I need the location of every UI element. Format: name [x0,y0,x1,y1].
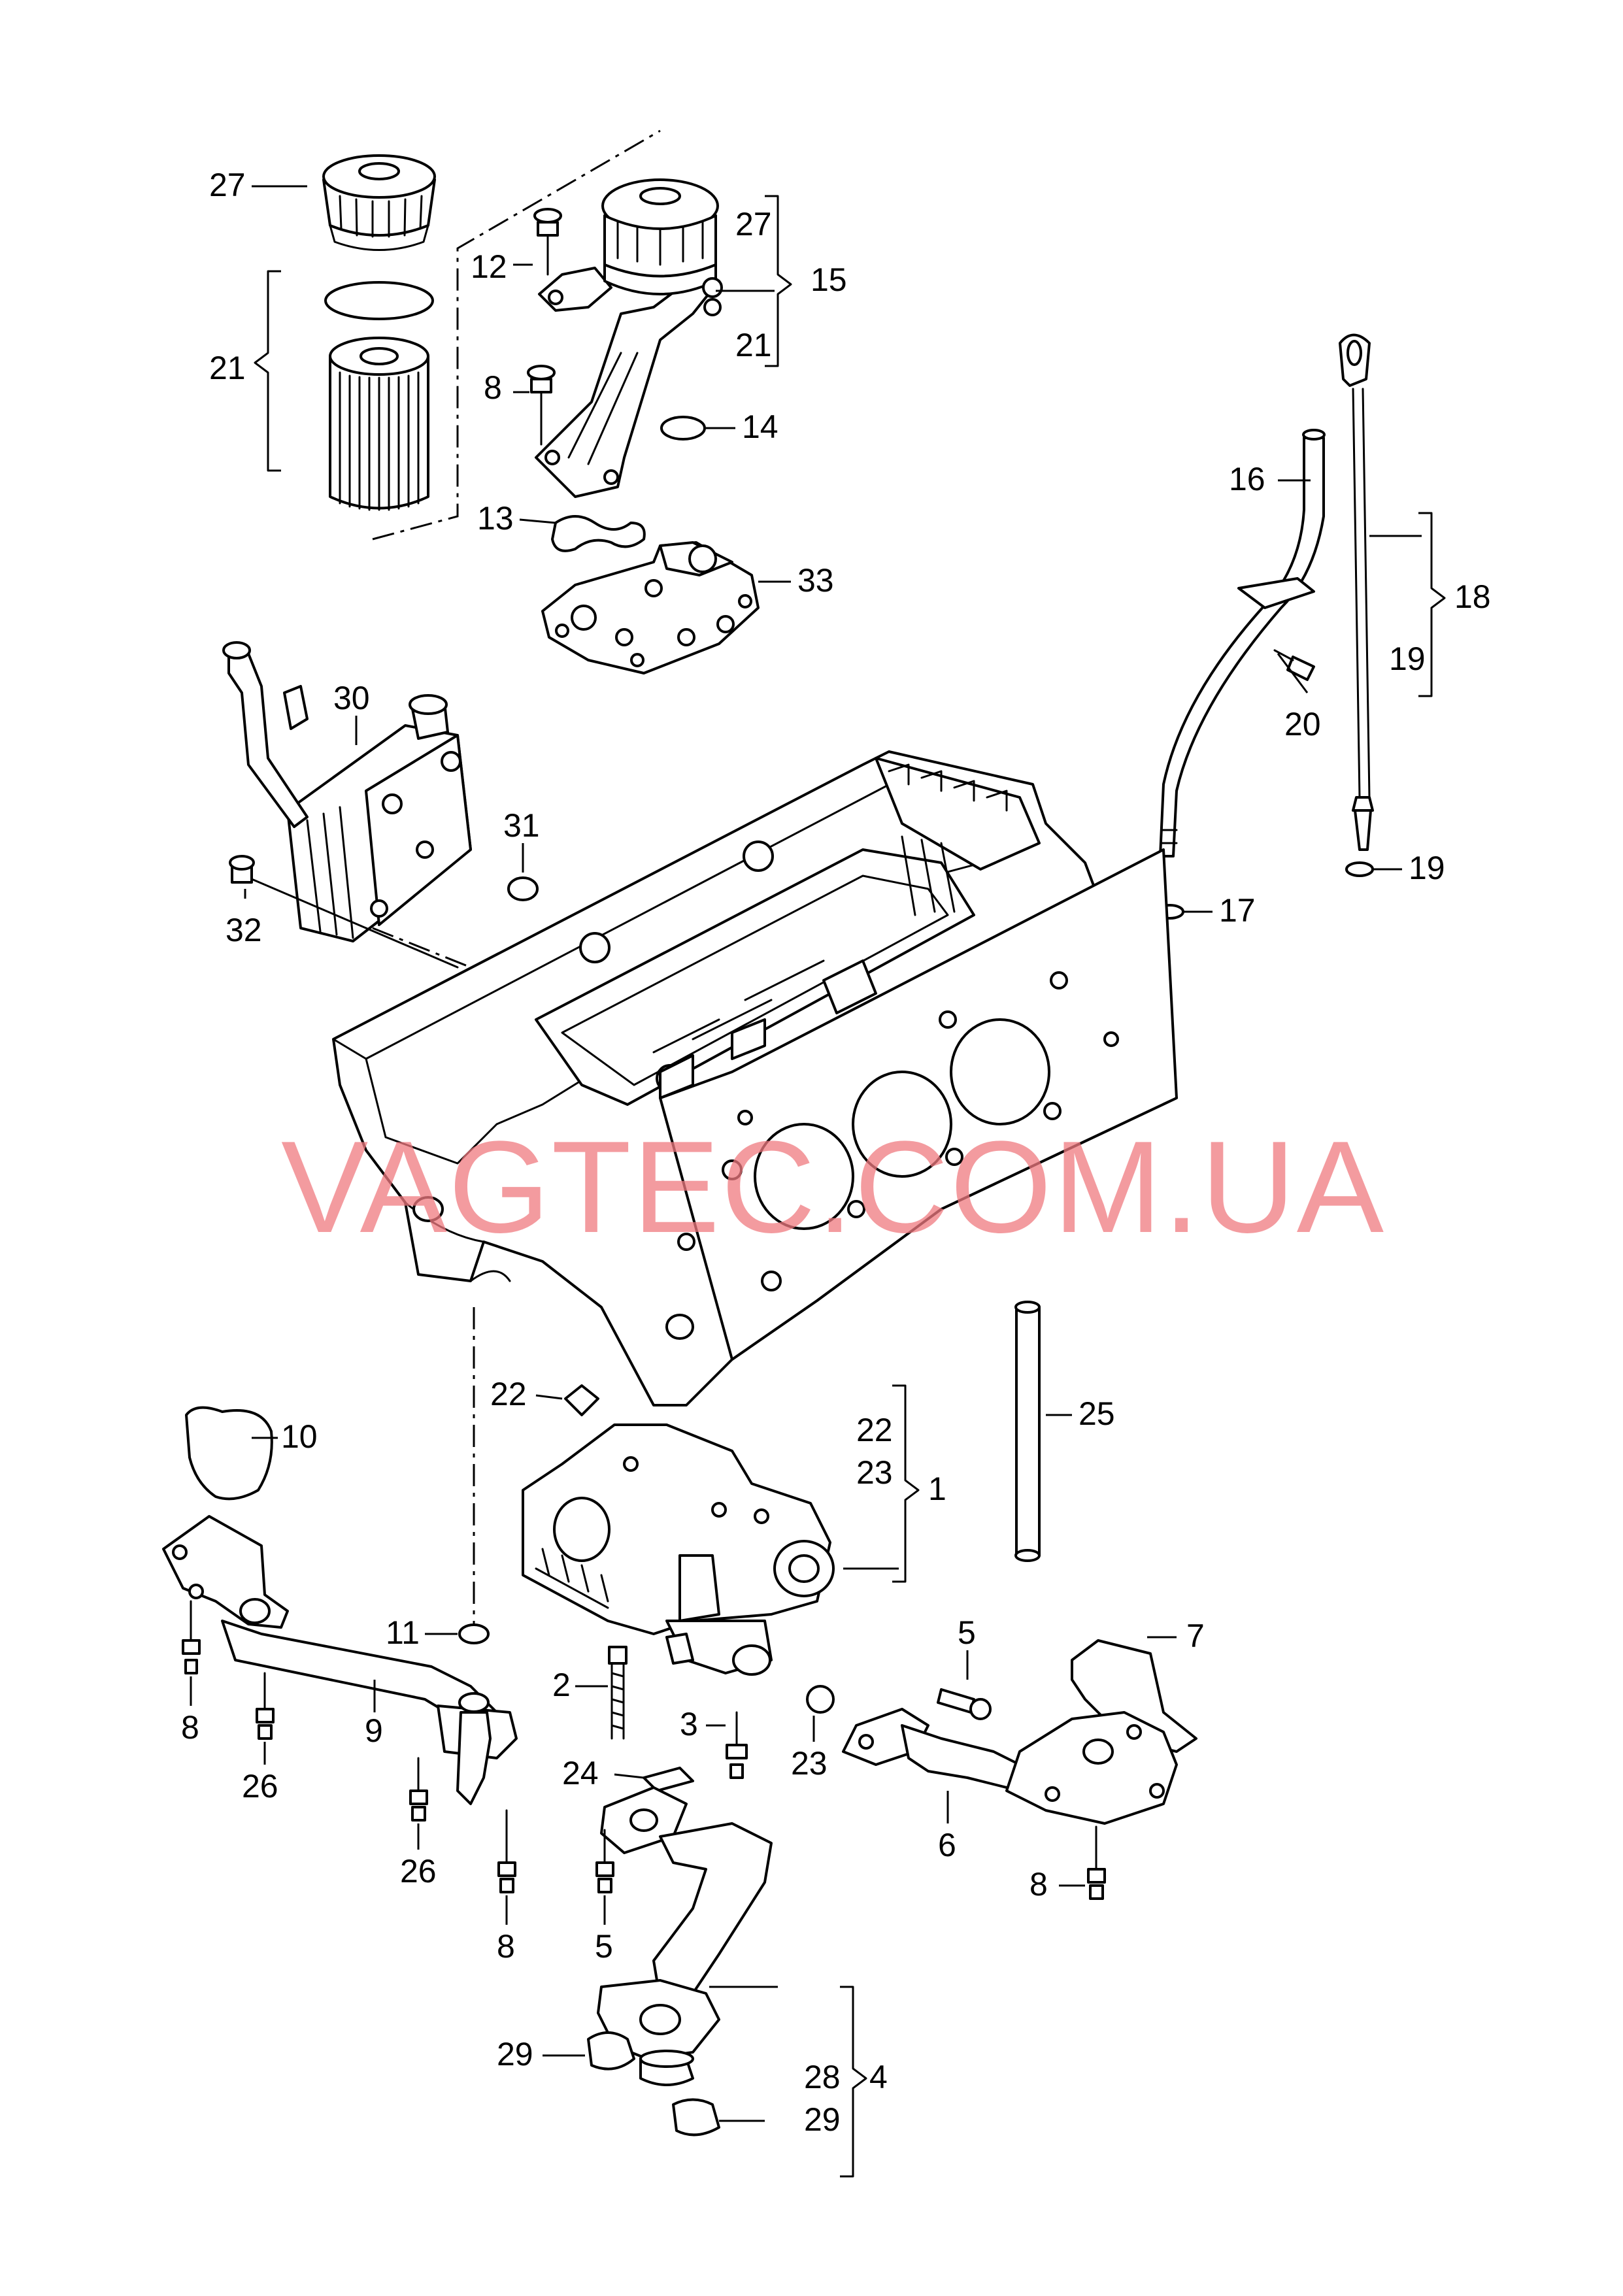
cooler-dash-line [372,927,471,969]
callout-2: 2 [552,1667,571,1703]
oil-cooler-30 [222,641,472,942]
callout-25: 25 [1079,1395,1115,1432]
bolt-5-bottom [595,1829,614,1893]
callout-23-ring: 23 [791,1745,828,1782]
bolt-5-top [937,1688,992,1720]
guide-sleeve-25 [1014,1301,1041,1562]
bolt-32 [229,855,459,969]
callout-7: 7 [1186,1618,1205,1654]
callout-labels: 27 12 27 15 21 21 8 14 13 33 16 18 19 20… [181,167,1491,2138]
callout-braces [254,195,1446,2178]
oil-filter-element [329,337,429,511]
seal-22 [564,1384,599,1416]
screw-2 [608,1646,627,1740]
clip-29 [587,2031,635,2071]
callout-5-top: 5 [958,1614,976,1651]
callout-27-filter: 27 [209,167,246,203]
filter-o-ring [324,281,434,320]
callout-28: 28 [804,2059,841,2095]
callout-27-housing: 27 [735,206,772,242]
bolt-8-right [1087,1825,1106,1900]
callout-29-a: 29 [497,2036,533,2072]
oil-pipe-9 [162,1515,518,1805]
oil-dipstick-19 [1339,333,1374,851]
oil-pipe-6 [842,1708,1178,1825]
callout-33: 33 [797,562,834,599]
gasket-10 [185,1406,273,1501]
assembly-dash-line [372,129,661,541]
callout-3: 3 [680,1706,698,1742]
watermark: VAGTEC.COM.UA [281,1114,1385,1260]
gasket-13 [551,515,646,552]
filter-bracket-33 [541,541,760,674]
callout-17: 17 [1219,892,1256,929]
bolt-12 [533,208,562,276]
bolt-8-left-b [497,1809,516,1893]
bolt-8-top [527,365,556,446]
o-ring-23 [806,1685,835,1714]
callout-6: 6 [938,1827,956,1863]
callout-9: 9 [365,1712,383,1749]
leader-lines [190,185,1422,2122]
o-ring-11 [458,1623,490,1644]
bolt-20 [1273,649,1315,681]
bolt-26-b [409,1757,428,1822]
callout-23-pump: 23 [856,1454,893,1491]
callout-29-b: 29 [804,2101,841,2138]
o-ring-14 [660,416,706,441]
bolt-3 [726,1711,748,1779]
callout-19-ring: 19 [1409,850,1445,886]
callout-8-right: 8 [1029,1866,1048,1903]
callout-22-seal: 22 [490,1376,527,1412]
oil-filter-housing [535,178,723,498]
callout-22-pump: 22 [856,1412,893,1448]
callout-26-a: 26 [242,1768,278,1805]
callout-32: 32 [226,912,262,948]
callout-19-dipstick: 19 [1389,641,1426,677]
callout-30: 30 [333,680,370,716]
callout-18: 18 [1454,578,1491,615]
o-ring-31 [507,876,539,901]
callout-21-housing: 21 [735,327,772,363]
callout-11: 11 [386,1614,420,1651]
callout-20: 20 [1284,706,1321,742]
callout-26-b: 26 [400,1853,437,1889]
callout-21-filter: 21 [209,350,246,386]
callout-16: 16 [1229,461,1265,497]
callout-13: 13 [477,500,514,537]
callout-24: 24 [562,1755,599,1791]
callout-4: 4 [869,2059,888,2095]
callout-14: 14 [742,408,778,445]
callout-5-bottom: 5 [595,1928,613,1965]
oil-pump-1 [522,1423,835,1676]
callout-15: 15 [811,261,847,298]
gasket-24 [643,1767,694,1792]
o-ring-19 [1345,861,1374,877]
callout-8-left-b: 8 [497,1928,515,1965]
callout-10: 10 [281,1418,318,1455]
engine-block [332,750,1178,1406]
callout-31: 31 [503,807,540,844]
dipstick-tube-16 [1159,429,1326,857]
callout-12: 12 [471,248,507,285]
callout-8-left-a: 8 [181,1709,199,1746]
bolt-8-left-a [182,1600,201,1674]
clip-28-29 [672,2098,720,2137]
gasket-7 [1071,1639,1197,1753]
callout-1: 1 [928,1471,946,1507]
oil-filter-cap [322,154,436,251]
callout-8-housing: 8 [484,369,502,406]
bolt-26-a [256,1672,275,1740]
